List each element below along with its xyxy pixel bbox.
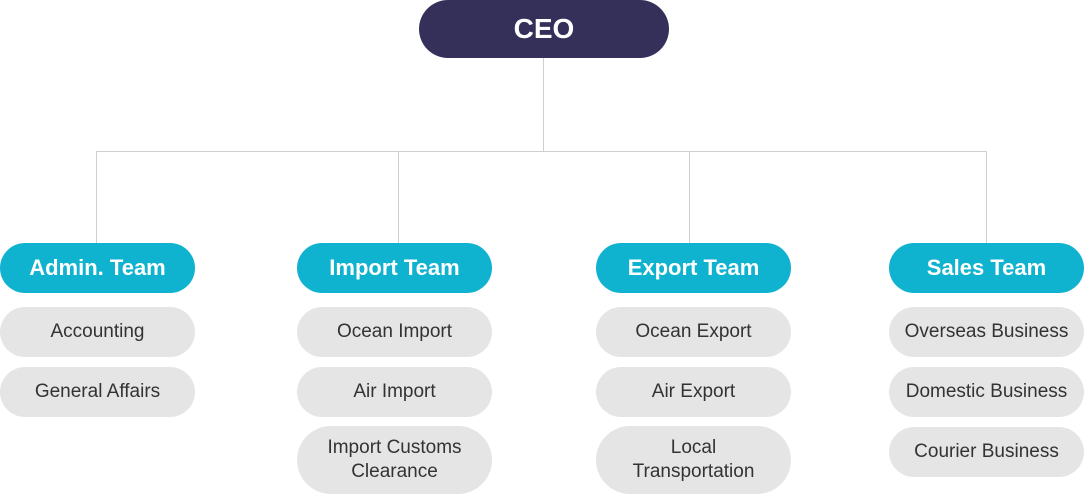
sales-connector [986,151,987,243]
item-import-customs-clearance: Import Customs Clearance [297,426,492,494]
item-ocean-import: Ocean Import [297,307,492,357]
ceo-node: CEO [419,0,669,58]
item-courier-business: Courier Business [889,427,1084,477]
team-admin: Admin. Team [0,243,195,293]
team-export: Export Team [596,243,791,293]
horizontal-connector [96,151,987,152]
admin-connector [96,151,97,243]
item-general-affairs: General Affairs [0,367,195,417]
team-import: Import Team [297,243,492,293]
import-connector [398,151,399,243]
item-air-import: Air Import [297,367,492,417]
item-domestic-business: Domestic Business [889,367,1084,417]
team-sales: Sales Team [889,243,1084,293]
export-connector [689,151,690,243]
item-accounting: Accounting [0,307,195,357]
ceo-connector [543,58,544,151]
item-air-export: Air Export [596,367,791,417]
item-overseas-business: Overseas Business [889,307,1084,357]
item-local-transportation: Local Transportation [596,426,791,494]
item-ocean-export: Ocean Export [596,307,791,357]
